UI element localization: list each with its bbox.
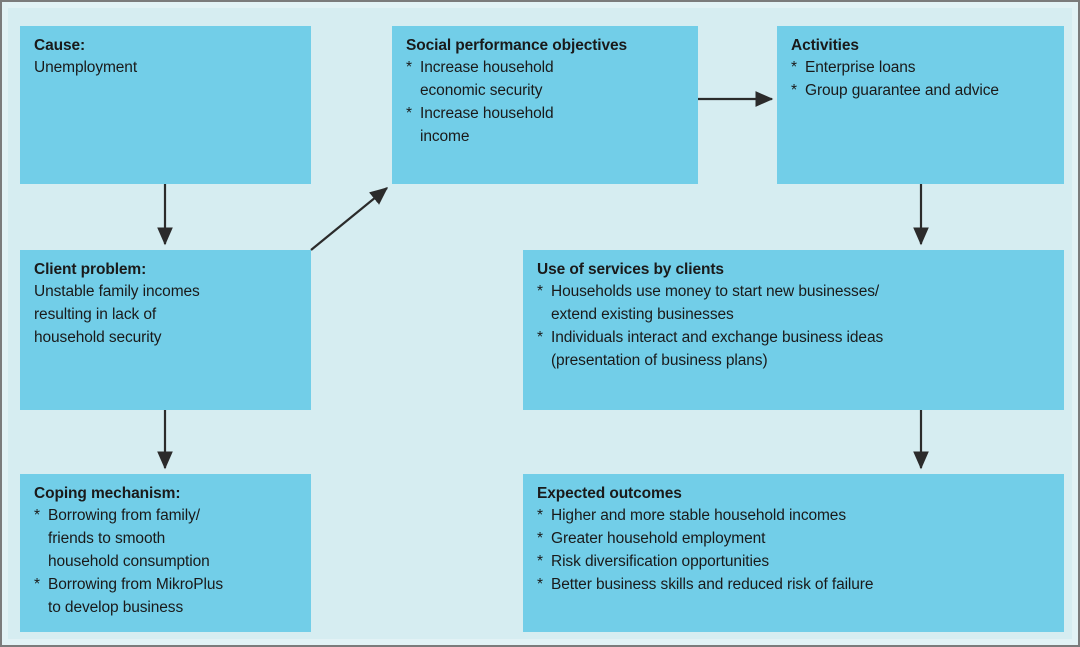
node-client-problem[interactable]: Client problem: Unstable family incomes … — [20, 250, 311, 410]
node-objectives-title: Social performance objectives — [406, 37, 628, 54]
bullet-star-icon: * — [791, 82, 797, 99]
bullet-text-cont: income — [420, 128, 470, 145]
list-item: * Enterprise loans — [791, 56, 1050, 79]
bullet-text: Higher and more stable household incomes — [551, 507, 846, 524]
bullet-star-icon: * — [537, 530, 543, 547]
node-coping-mechanism[interactable]: Coping mechanism: * Borrowing from famil… — [20, 474, 311, 632]
node-coping-mechanism-title: Coping mechanism: — [34, 485, 181, 502]
node-cause[interactable]: Cause: Unemployment — [20, 26, 311, 184]
node-cause-line-1: Unemployment — [34, 59, 138, 76]
bullet-text: Enterprise loans — [805, 59, 916, 76]
node-use-of-services-bullet-list: * Households use money to start new busi… — [537, 280, 1050, 372]
bullet-star-icon: * — [537, 576, 543, 593]
node-client-problem-line-1: Unstable family incomes — [34, 283, 200, 300]
bullet-text-cont: (presentation of business plans) — [551, 352, 768, 369]
list-item: * Better business skills and reduced ris… — [537, 573, 1050, 596]
bullet-text: Group guarantee and advice — [805, 82, 999, 99]
bullet-text-cont: to develop business — [48, 599, 184, 616]
node-activities[interactable]: Activities * Enterprise loans * Group gu… — [777, 26, 1064, 184]
bullet-text: Individuals interact and exchange busine… — [551, 329, 884, 346]
bullet-star-icon: * — [537, 283, 543, 300]
list-item: * Group guarantee and advice — [791, 79, 1050, 102]
bullet-text: Greater household employment — [551, 530, 766, 547]
bullet-star-icon: * — [537, 553, 543, 570]
list-item: * Individuals interact and exchange busi… — [537, 326, 1050, 372]
node-expected-outcomes[interactable]: Expected outcomes * Higher and more stab… — [523, 474, 1064, 632]
list-item: * Increase household income — [406, 102, 684, 148]
node-cause-title: Cause: — [34, 37, 86, 54]
bullet-star-icon: * — [791, 59, 797, 76]
list-item: * Risk diversification opportunities — [537, 550, 1050, 573]
list-item: * Borrowing from MikroPlus to develop bu… — [34, 573, 297, 619]
list-item: * Increase household economic security — [406, 56, 684, 102]
node-use-of-services-by-clients[interactable]: Use of services by clients * Households … — [523, 250, 1064, 410]
bullet-text: Better business skills and reduced risk … — [551, 576, 874, 593]
bullet-text: Increase household — [420, 105, 554, 122]
node-coping-mechanism-bullet-list: * Borrowing from family/ friends to smoo… — [34, 504, 297, 619]
bullet-star-icon: * — [34, 576, 40, 593]
bullet-star-icon: * — [406, 105, 412, 122]
bullet-star-icon: * — [537, 329, 543, 346]
bullet-star-icon: * — [537, 507, 543, 524]
list-item: * Higher and more stable household incom… — [537, 504, 1050, 527]
bullet-text-cont: economic security — [420, 82, 543, 99]
node-activities-title: Activities — [791, 37, 859, 54]
bullet-text-cont: friends to smooth — [48, 530, 166, 547]
list-item: * Borrowing from family/ friends to smoo… — [34, 504, 297, 573]
node-use-of-services-title: Use of services by clients — [537, 261, 724, 278]
node-client-problem-title: Client problem: — [34, 261, 147, 278]
node-expected-outcomes-title: Expected outcomes — [537, 485, 682, 502]
node-expected-outcomes-bullet-list: * Higher and more stable household incom… — [537, 504, 1050, 596]
node-client-problem-line-2: resulting in lack of — [34, 306, 157, 323]
node-activities-bullet-list: * Enterprise loans * Group guarantee and… — [791, 56, 1050, 102]
bullet-text-cont: extend existing businesses — [551, 306, 734, 323]
connector-client-problem-to-objectives — [310, 187, 389, 251]
bullet-star-icon: * — [406, 59, 412, 76]
bullet-text: Borrowing from MikroPlus — [48, 576, 224, 593]
bullet-text: Borrowing from family/ — [48, 507, 200, 524]
bullet-text-cont: household consumption — [48, 553, 210, 570]
bullet-text: Risk diversification opportunities — [551, 553, 770, 570]
list-item: * Households use money to start new busi… — [537, 280, 1050, 326]
bullet-text: Increase household — [420, 59, 554, 76]
bullet-star-icon: * — [34, 507, 40, 524]
node-objectives-bullet-list: * Increase household economic security *… — [406, 56, 684, 148]
node-client-problem-line-3: household security — [34, 329, 162, 346]
node-social-performance-objectives[interactable]: Social performance objectives * Increase… — [392, 26, 698, 184]
bullet-text: Households use money to start new busine… — [551, 283, 880, 300]
list-item: * Greater household employment — [537, 527, 1050, 550]
